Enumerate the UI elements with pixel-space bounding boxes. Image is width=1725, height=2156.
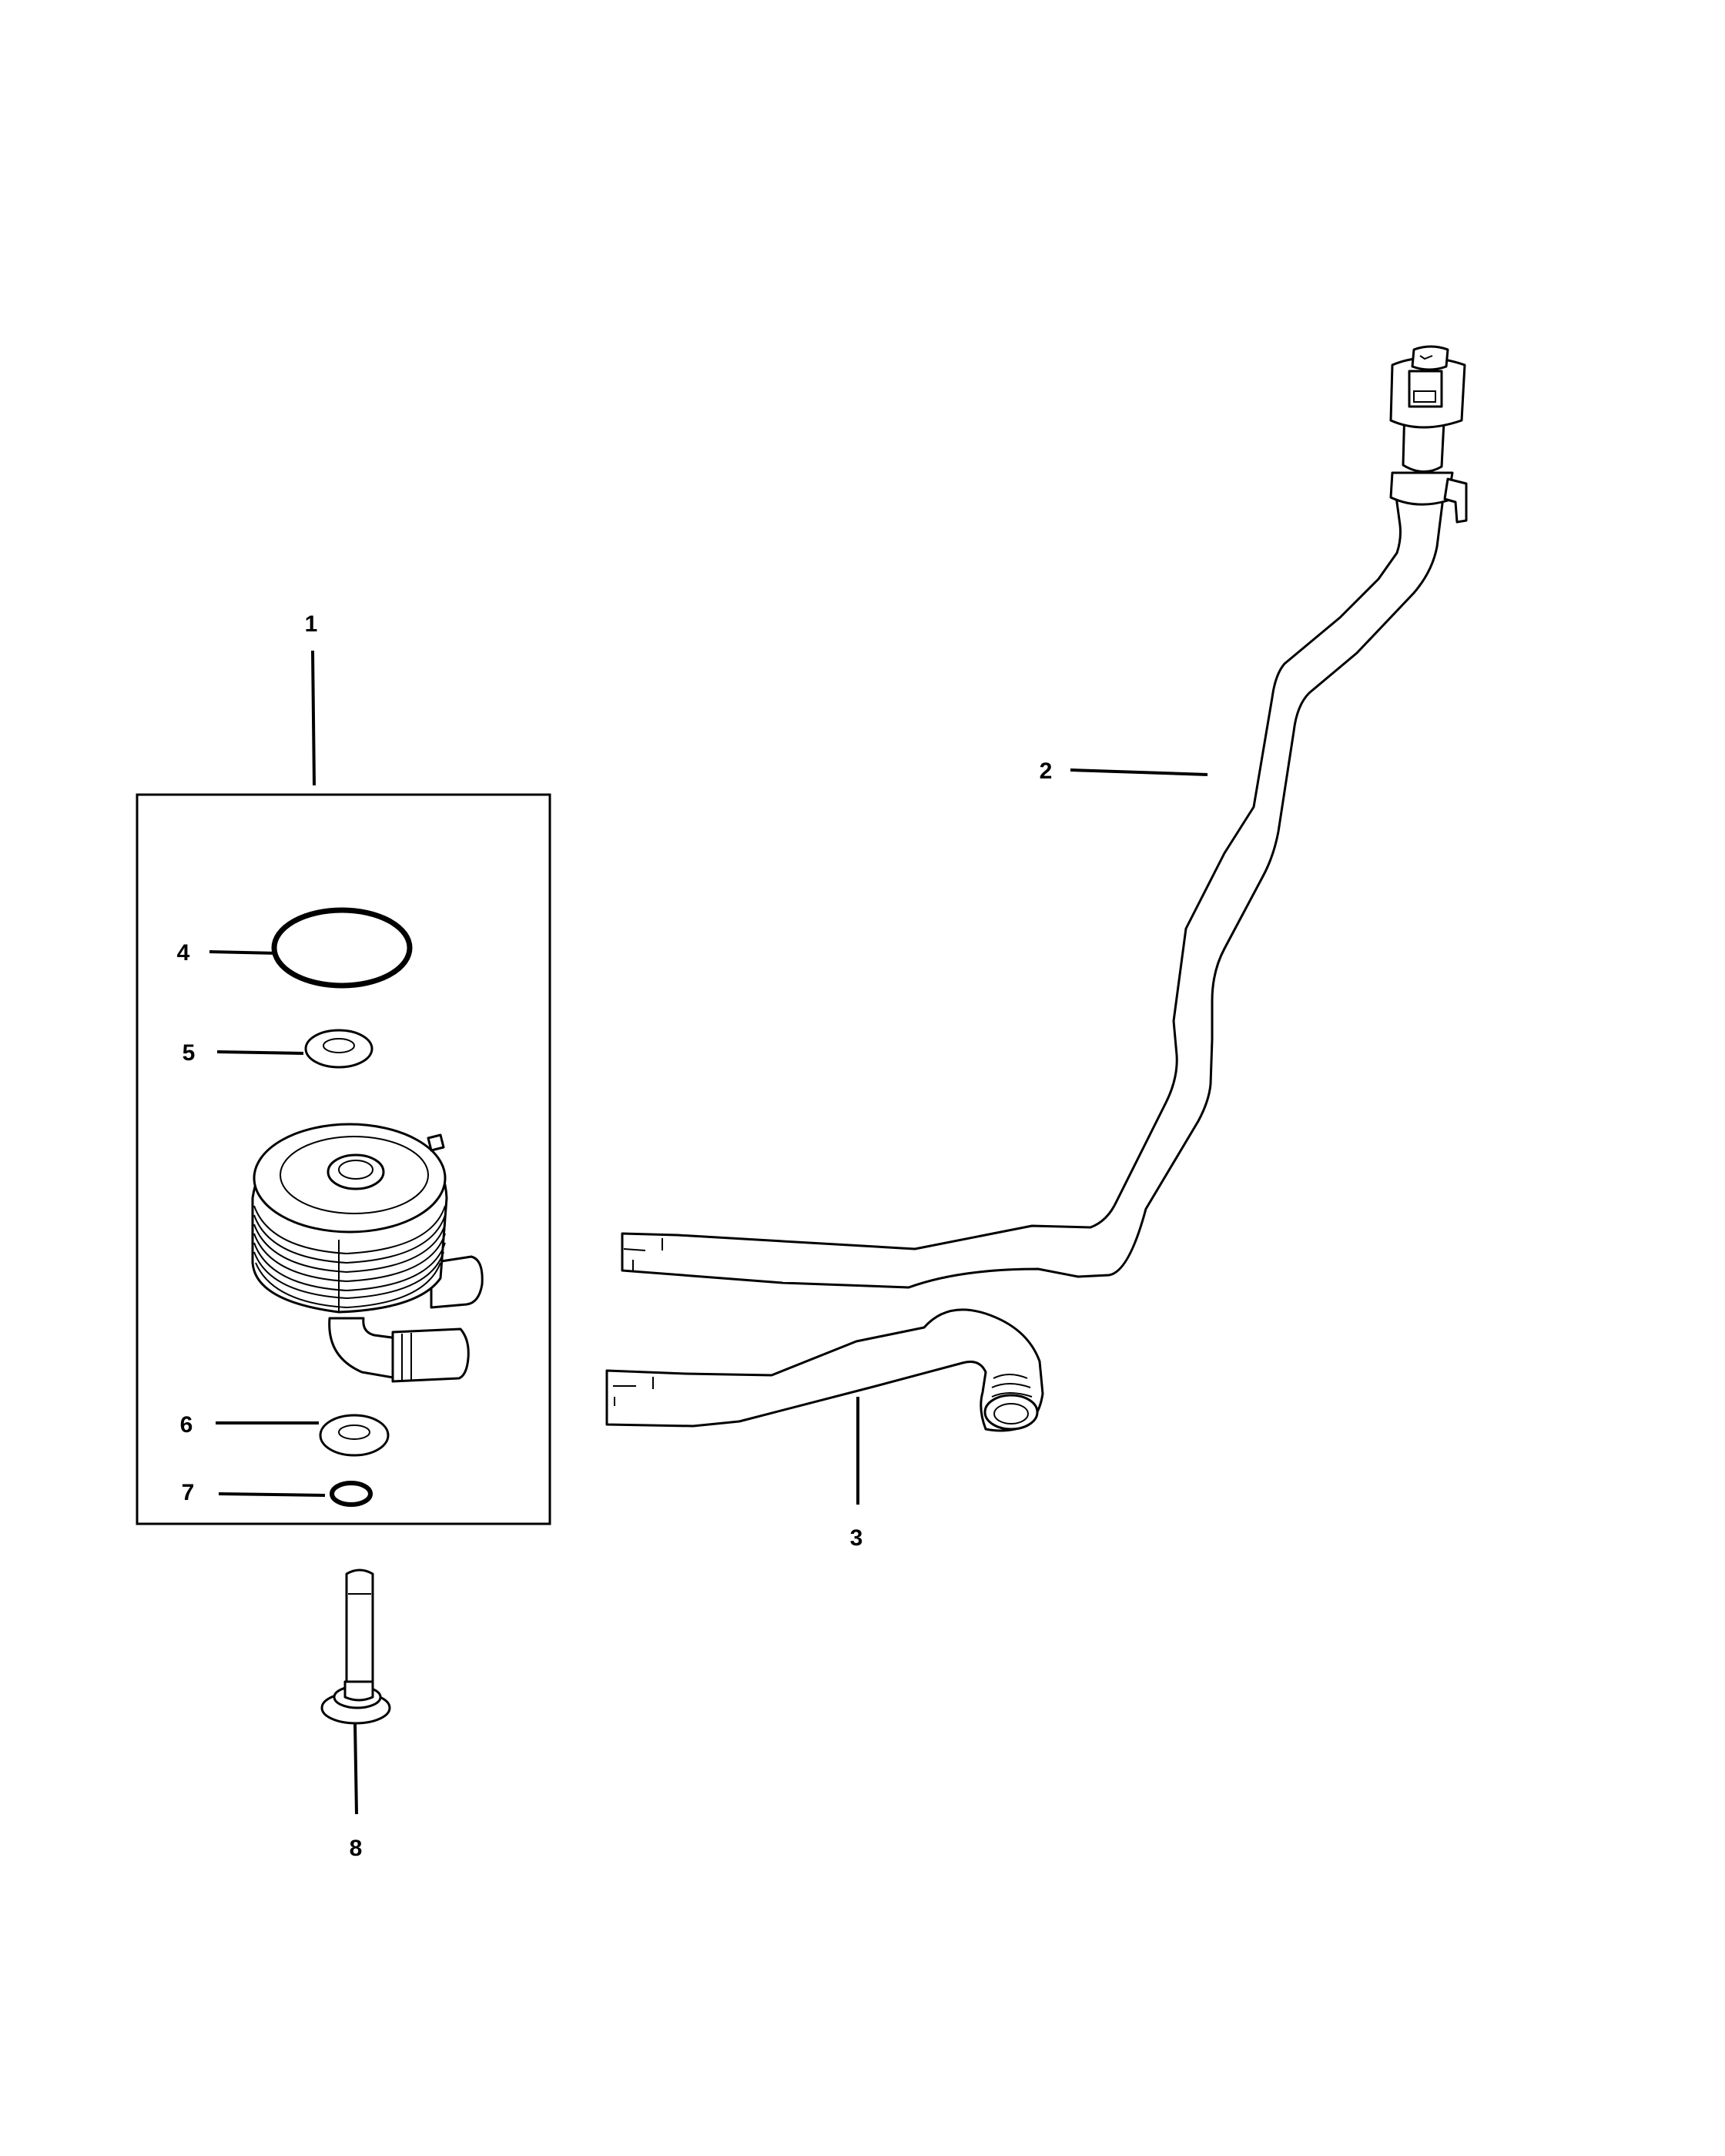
callout-8[interactable]: 8	[350, 1722, 363, 1861]
callout-2[interactable]: 2	[1040, 758, 1208, 784]
callout-3-label: 3	[850, 1525, 863, 1551]
callout-5-label: 5	[183, 1040, 196, 1066]
o-ring-large[interactable]	[271, 907, 413, 989]
callout-6[interactable]: 6	[180, 1412, 319, 1438]
callout-7[interactable]: 7	[182, 1480, 326, 1505]
callout-1-leader	[311, 650, 316, 786]
bolt[interactable]	[320, 1568, 391, 1725]
hose-short[interactable]	[605, 1308, 1044, 1432]
hose-long[interactable]	[621, 345, 1468, 1289]
callout-1-label: 1	[305, 611, 318, 637]
callout-2-label: 2	[1040, 758, 1053, 784]
callout-4-leader	[209, 950, 278, 955]
washer-lower[interactable]	[319, 1414, 390, 1457]
oil-cooler[interactable]	[251, 1123, 484, 1383]
callout-5-leader	[216, 1050, 304, 1055]
callout-8-label: 8	[350, 1836, 363, 1861]
callout-7-leader	[218, 1492, 326, 1497]
o-ring-small[interactable]	[330, 1481, 373, 1507]
callout-6-label: 6	[180, 1412, 193, 1438]
callout-7-label: 7	[182, 1480, 195, 1505]
callout-3[interactable]: 3	[850, 1397, 863, 1551]
washer-upper[interactable]	[304, 1029, 373, 1069]
callout-1[interactable]: 1	[305, 611, 318, 786]
callout-8-leader	[353, 1722, 358, 1815]
callout-4-label: 4	[177, 940, 190, 966]
kit-frame	[136, 793, 551, 1525]
callout-5[interactable]: 5	[183, 1040, 304, 1066]
callout-2-leader	[1070, 768, 1208, 776]
callout-4[interactable]: 4	[177, 940, 278, 966]
